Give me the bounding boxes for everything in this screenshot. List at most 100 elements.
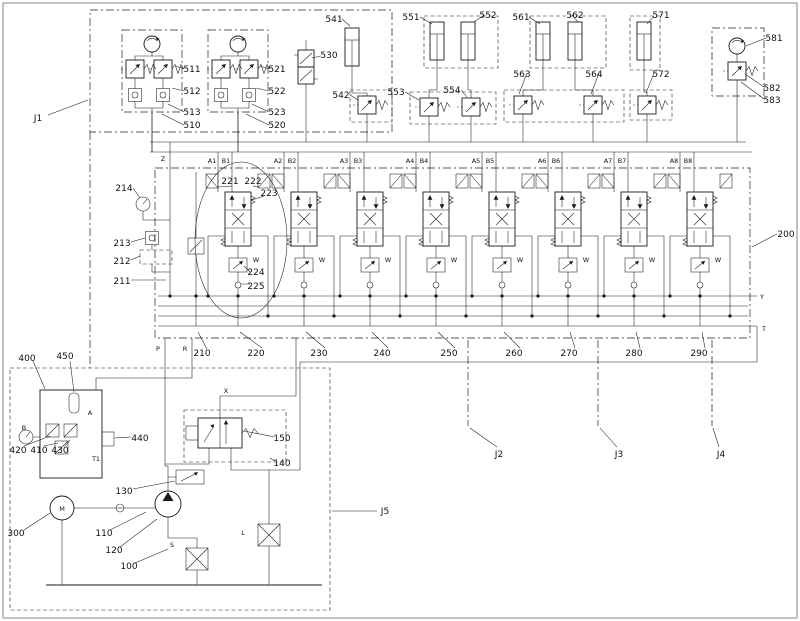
label-214: 214 bbox=[115, 184, 132, 194]
label-552: 552 bbox=[479, 11, 496, 21]
label-542: 542 bbox=[332, 91, 349, 101]
label-564: 564 bbox=[585, 70, 602, 80]
label-211: 211 bbox=[113, 277, 130, 287]
label-561: 561 bbox=[512, 13, 529, 23]
port-w8: W bbox=[715, 256, 722, 264]
port-a1: A1 bbox=[208, 157, 217, 165]
port-y: Y bbox=[759, 293, 764, 301]
main-lines bbox=[95, 326, 758, 491]
label-512: 512 bbox=[183, 87, 200, 97]
label-523: 523 bbox=[268, 108, 285, 118]
label-224: 224 bbox=[247, 268, 264, 278]
label-140: 140 bbox=[273, 459, 290, 469]
label-220: 220 bbox=[247, 349, 264, 359]
detail-ellipse bbox=[194, 161, 288, 319]
label-513: 513 bbox=[183, 108, 200, 118]
valve-section-3 bbox=[337, 151, 403, 327]
label-541: 541 bbox=[325, 15, 342, 25]
label-260: 260 bbox=[505, 349, 522, 359]
port-x: X bbox=[224, 387, 229, 395]
label-230: 230 bbox=[310, 349, 327, 359]
valve-section-8 bbox=[667, 151, 733, 327]
label-530: 530 bbox=[320, 51, 337, 61]
label-410: 410 bbox=[30, 446, 47, 456]
label-290: 290 bbox=[690, 349, 707, 359]
valve-section-7 bbox=[601, 151, 667, 327]
zone-j5-boundary bbox=[9, 367, 331, 611]
cylinder-group-571: 571 572 bbox=[629, 11, 673, 142]
cylinder-group-561-562: 561 562 563 564 bbox=[503, 11, 625, 142]
label-440: 440 bbox=[131, 434, 148, 444]
port-w7: W bbox=[649, 256, 656, 264]
port-t: T bbox=[761, 325, 766, 333]
zone-label-j4: J4 bbox=[716, 450, 726, 460]
port-a4: A4 bbox=[406, 157, 415, 165]
label-240: 240 bbox=[373, 349, 390, 359]
label-554: 554 bbox=[443, 86, 460, 96]
label-213: 213 bbox=[113, 239, 130, 249]
zone-j1-boundary: J1 bbox=[33, 9, 393, 368]
motor-m-letter: M bbox=[59, 505, 65, 513]
port-b4: B4 bbox=[420, 157, 429, 165]
valve-section-4 bbox=[403, 151, 469, 327]
port-w5: W bbox=[517, 256, 524, 264]
port-w6: W bbox=[583, 256, 590, 264]
port-b3: B3 bbox=[354, 157, 363, 165]
label-100: 100 bbox=[120, 562, 137, 572]
label-200: 200 bbox=[777, 230, 794, 240]
valve-section-5 bbox=[469, 151, 535, 327]
port-b2: B2 bbox=[288, 157, 297, 165]
zone-dividers: J2 J3 J4 bbox=[467, 340, 726, 460]
cylinder-group-541: 541 542 bbox=[325, 15, 393, 142]
label-110: 110 bbox=[95, 529, 112, 539]
label-450: 450 bbox=[56, 352, 73, 362]
label-150: 150 bbox=[273, 434, 290, 444]
port-t1: T1 bbox=[91, 455, 100, 463]
label-582: 582 bbox=[763, 84, 780, 94]
label-520: 520 bbox=[268, 121, 285, 131]
valve-section-6 bbox=[535, 151, 601, 327]
label-522: 522 bbox=[268, 87, 285, 97]
label-280: 280 bbox=[625, 349, 642, 359]
return-filter bbox=[257, 523, 281, 547]
valve-assembly-520: 521 522 523 520 bbox=[206, 29, 286, 152]
pilot-bus-lines bbox=[150, 112, 752, 153]
label-511: 511 bbox=[183, 65, 200, 75]
valve-assembly-510: 511 512 513 510 bbox=[120, 29, 201, 152]
zone-label-j2: J2 bbox=[494, 450, 503, 460]
cylinder-group-551-552: 551 552 553 554 bbox=[387, 11, 499, 142]
suction-filter bbox=[185, 547, 209, 571]
label-572: 572 bbox=[652, 70, 669, 80]
label-300: 300 bbox=[7, 529, 24, 539]
port-a3: A3 bbox=[340, 157, 349, 165]
port-b1: B1 bbox=[222, 157, 231, 165]
port-b6: B6 bbox=[552, 157, 561, 165]
port-a: A bbox=[88, 409, 93, 417]
breather-440 bbox=[101, 431, 115, 447]
port-b: B bbox=[22, 424, 26, 432]
label-250: 250 bbox=[440, 349, 457, 359]
valve-group-140 bbox=[183, 409, 287, 463]
label-583: 583 bbox=[763, 96, 780, 106]
valve-530: 530 bbox=[294, 40, 338, 142]
port-r: R bbox=[183, 345, 188, 353]
port-a5: A5 bbox=[472, 157, 481, 165]
label-212: 212 bbox=[113, 257, 130, 267]
label-221: 221 bbox=[221, 177, 238, 187]
port-b5: B5 bbox=[486, 157, 495, 165]
label-562: 562 bbox=[566, 11, 583, 21]
label-551: 551 bbox=[402, 13, 419, 23]
label-130: 130 bbox=[115, 487, 132, 497]
port-a2: A2 bbox=[274, 157, 283, 165]
zone-label-j3: J3 bbox=[614, 450, 623, 460]
port-w2: W bbox=[319, 256, 326, 264]
port-p: P bbox=[156, 345, 160, 353]
label-510: 510 bbox=[183, 121, 200, 131]
port-z: Z bbox=[161, 155, 166, 163]
valve-section-2 bbox=[271, 151, 337, 327]
zone-label-j1: J1 bbox=[33, 114, 42, 124]
power-unit: J5 M 400 450 440 420 410 430 300 110 120… bbox=[7, 352, 389, 611]
port-a6: A6 bbox=[538, 157, 547, 165]
